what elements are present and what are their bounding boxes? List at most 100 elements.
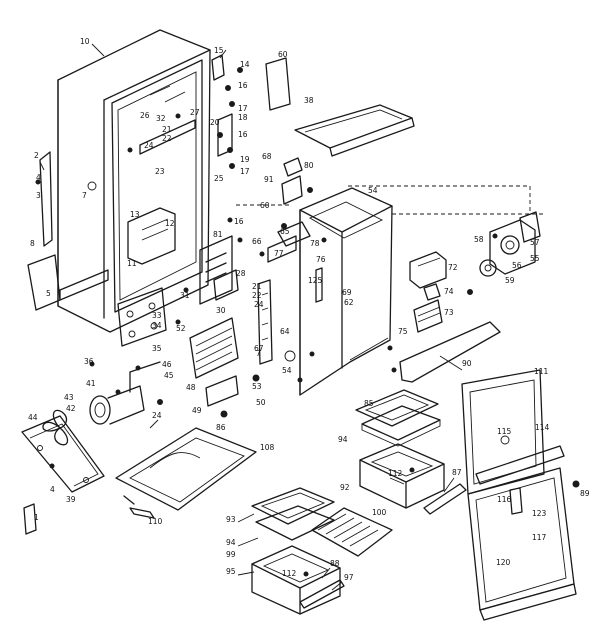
label-32: 32: [156, 114, 166, 123]
label-25: 25: [214, 174, 224, 183]
freezer-door: [461, 369, 565, 495]
label-88: 88: [330, 559, 340, 568]
label-46: 46: [162, 360, 172, 369]
label-52: 52: [176, 324, 186, 333]
upper-crisper-cover: [355, 389, 441, 447]
label-89: 89: [580, 489, 590, 498]
label-13: 13: [130, 210, 140, 219]
label-48: 48: [186, 383, 196, 392]
screws: [35, 179, 397, 469]
label-34: 34: [152, 321, 162, 330]
label-36: 36: [84, 357, 94, 366]
label-92: 92: [340, 483, 350, 492]
label-21: 21: [162, 125, 172, 134]
label-72: 72: [448, 263, 458, 272]
label-62: 62: [344, 298, 354, 307]
label-23: 23: [155, 167, 165, 176]
label-108: 108: [260, 443, 275, 452]
label-97: 97: [344, 573, 354, 582]
base-pan: [21, 415, 105, 493]
fan-motor: [89, 361, 163, 425]
label-116: 116: [497, 495, 512, 504]
label-59: 59: [505, 276, 515, 285]
label-28: 28: [236, 269, 246, 278]
label-111: 111: [534, 367, 549, 376]
label-123: 123: [532, 509, 547, 518]
label-91: 91: [264, 175, 274, 184]
label-74: 74: [444, 287, 454, 296]
label-81: 81: [213, 230, 223, 239]
leader-dashed-2: [348, 185, 531, 214]
label-11: 11: [127, 259, 137, 268]
label-30: 30: [216, 306, 226, 315]
cabinet-shell: [57, 29, 211, 333]
part-87-slide: [423, 483, 467, 515]
label-94: 94: [338, 435, 348, 444]
label-4b: 4: [50, 485, 55, 494]
label-12: 12: [165, 219, 175, 228]
label-22b: 22: [252, 291, 262, 300]
label-2: 2: [34, 151, 39, 160]
label-4: 4: [36, 173, 41, 182]
label-20: 20: [210, 118, 220, 127]
label-16c: 16: [234, 217, 244, 226]
label-87: 87: [452, 468, 462, 477]
glass-shelf: [311, 507, 393, 557]
label-55: 55: [530, 254, 540, 263]
label-5: 5: [46, 289, 51, 298]
label-54: 54: [368, 186, 378, 195]
label-1: 1: [34, 513, 39, 522]
label-49: 49: [192, 406, 202, 415]
part-38-shelf: [294, 104, 415, 157]
label-100: 100: [372, 508, 387, 517]
label-66: 66: [252, 237, 262, 246]
damper-assembly: [479, 211, 541, 277]
label-44: 44: [28, 413, 38, 422]
label-58: 58: [474, 235, 484, 244]
label-19: 19: [240, 155, 250, 164]
part-60-panel: [265, 57, 291, 111]
label-41: 41: [86, 379, 96, 388]
drain-pan: [115, 427, 257, 511]
part-labels: 10 15 14 60 16 26 32 27 17 18 38 21 22 2…: [28, 37, 590, 582]
liner-box: [257, 187, 393, 396]
label-110: 110: [148, 517, 163, 526]
label-64: 64: [280, 327, 290, 336]
label-24b: 24: [254, 300, 264, 309]
label-86: 86: [216, 423, 226, 432]
label-31: 31: [180, 291, 190, 300]
fan-blade: [42, 409, 69, 446]
label-78: 78: [310, 239, 320, 248]
label-114: 114: [535, 423, 550, 432]
label-35: 35: [152, 344, 162, 353]
label-42: 42: [66, 404, 76, 413]
fresh-food-door: [467, 467, 580, 621]
label-90: 90: [462, 359, 472, 368]
label-8: 8: [30, 239, 35, 248]
label-125: 125: [308, 276, 323, 285]
label-24: 24: [144, 141, 154, 150]
label-112: 112: [388, 469, 403, 478]
label-77: 77: [274, 249, 284, 258]
part-91: [281, 175, 303, 205]
label-69: 69: [342, 288, 352, 297]
label-75: 75: [398, 327, 408, 336]
label-33: 33: [152, 311, 162, 320]
label-17b: 17: [240, 167, 250, 176]
label-17: 17: [238, 104, 248, 113]
label-60b: 60: [260, 201, 270, 210]
label-26: 26: [140, 111, 150, 120]
label-117: 117: [532, 533, 547, 542]
label-80: 80: [304, 161, 314, 170]
label-43: 43: [64, 393, 74, 402]
label-39: 39: [66, 495, 76, 504]
label-95: 95: [226, 567, 236, 576]
label-94b: 94: [226, 538, 236, 547]
part-72-74-73: [409, 251, 473, 333]
label-67: 67: [254, 344, 264, 353]
part-90-trim: [399, 321, 501, 383]
label-76: 76: [316, 255, 326, 264]
side-rail: [27, 151, 97, 311]
part-68: [283, 157, 303, 177]
